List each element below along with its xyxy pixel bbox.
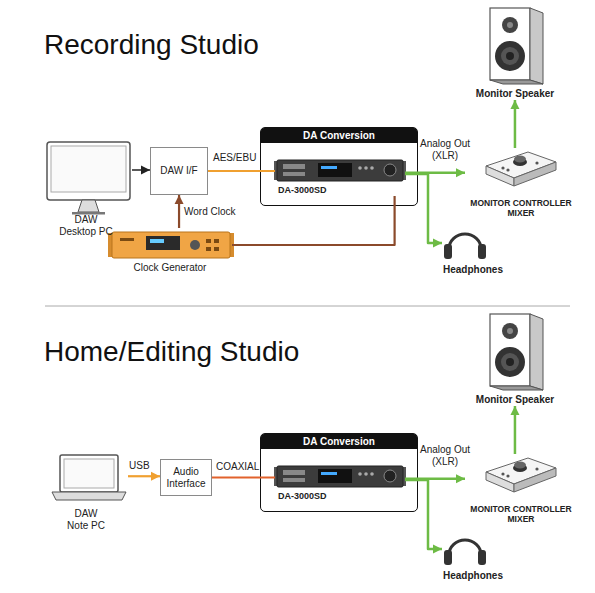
da-unit-illustration [274, 466, 406, 487]
node-label: DAW Note PC [64, 508, 108, 532]
signal-connector [405, 174, 442, 248]
da-converter-unit: DA-3000SD [275, 158, 405, 196]
node-label: Audio Interface [161, 466, 211, 490]
da-conversion-frame: DA ConversionDA-3000SD [260, 433, 418, 512]
frame-header: DA Conversion [261, 434, 417, 449]
node-label: MONITOR CONTROLLER MIXER [465, 504, 577, 524]
clock-generator-illustration [108, 232, 234, 258]
arrow-head [456, 168, 465, 177]
signal-connector [212, 477, 275, 478]
signal-line [514, 100, 517, 148]
headphones-illustration [444, 540, 486, 565]
signal-label: AES/EBU [213, 152, 256, 164]
signal-label: Analog Out (XLR) [417, 138, 473, 162]
signal-line [405, 478, 465, 481]
headphones: Headphones [442, 226, 504, 276]
signal-label: USB [129, 460, 150, 472]
desktop-pc: DAW Desktop PC [40, 138, 132, 238]
signal-label: Word Clock [184, 206, 236, 218]
node-label: Monitor Speaker [462, 394, 568, 406]
signal-connector [510, 100, 519, 148]
node-label: DAW Desktop PC [57, 214, 115, 238]
signal-line [405, 174, 442, 243]
signal-line [208, 170, 275, 172]
section-separator [45, 306, 570, 307]
signal-connector [208, 171, 275, 172]
signal-line [212, 476, 275, 478]
laptop-pc: DAW Note PC [44, 450, 128, 532]
signal-connector [405, 168, 465, 177]
signal-connector [510, 406, 519, 454]
signal-line [178, 195, 180, 228]
signal-line [132, 169, 150, 171]
node-label: DAW I/F [160, 165, 197, 177]
signal-line [514, 406, 517, 454]
arrow-head [433, 545, 442, 554]
headphones-illustration [444, 234, 486, 259]
node-label: DA-3000SD [278, 185, 327, 196]
arrow-head [175, 195, 184, 204]
signal-connector [128, 472, 160, 481]
signal-line [405, 480, 442, 549]
monitor-speaker: Monitor Speaker [462, 310, 568, 406]
node-label: Headphones [442, 570, 504, 582]
speaker-illustration [490, 8, 543, 84]
arrow-head [510, 100, 519, 109]
signal-connector [405, 474, 465, 483]
signal-label: COAXIAL [216, 461, 259, 473]
mixer-illustration [486, 152, 556, 186]
node-label: MONITOR CONTROLLER MIXER [465, 198, 577, 218]
clock-generator: Clock Generator [108, 228, 232, 274]
arrow-head [510, 406, 519, 415]
node-label: Headphones [442, 264, 504, 276]
signal-line [232, 196, 395, 245]
mixer-illustration [486, 458, 556, 492]
section-heading: Recording Studio [44, 28, 259, 62]
speaker-illustration [490, 314, 543, 390]
arrow-head [456, 474, 465, 483]
node-label: Clock Generator [108, 262, 232, 274]
monitor-speaker: Monitor Speaker [462, 4, 568, 100]
signal-connector [232, 196, 395, 245]
laptop-illustration [52, 455, 126, 500]
arrow-head [151, 472, 160, 481]
signal-line [405, 172, 465, 175]
signal-connector [175, 195, 184, 228]
arrow-head [433, 239, 442, 248]
arrow-head [141, 166, 150, 175]
da-conversion-frame: DA ConversionDA-3000SD [260, 127, 418, 206]
node-label: Monitor Speaker [462, 88, 568, 100]
signal-connector [405, 480, 442, 554]
signal-line [128, 475, 160, 477]
desktop-pc-illustration [47, 142, 130, 215]
audio-interface-box: Audio Interface [160, 459, 212, 496]
daw-interface-box: DAW I/F [150, 147, 208, 195]
node-label: DA-3000SD [278, 491, 327, 502]
frame-header: DA Conversion [261, 128, 417, 143]
da-converter-unit: DA-3000SD [275, 464, 405, 502]
monitor-controller-mixer: MONITOR CONTROLLER MIXER [465, 148, 577, 218]
signal-connector [132, 166, 150, 175]
signal-label: Analog Out (XLR) [417, 444, 473, 468]
headphones: Headphones [442, 532, 504, 582]
monitor-controller-mixer: MONITOR CONTROLLER MIXER [465, 454, 577, 524]
section-heading: Home/Editing Studio [44, 335, 299, 369]
da-unit-illustration [274, 160, 406, 181]
